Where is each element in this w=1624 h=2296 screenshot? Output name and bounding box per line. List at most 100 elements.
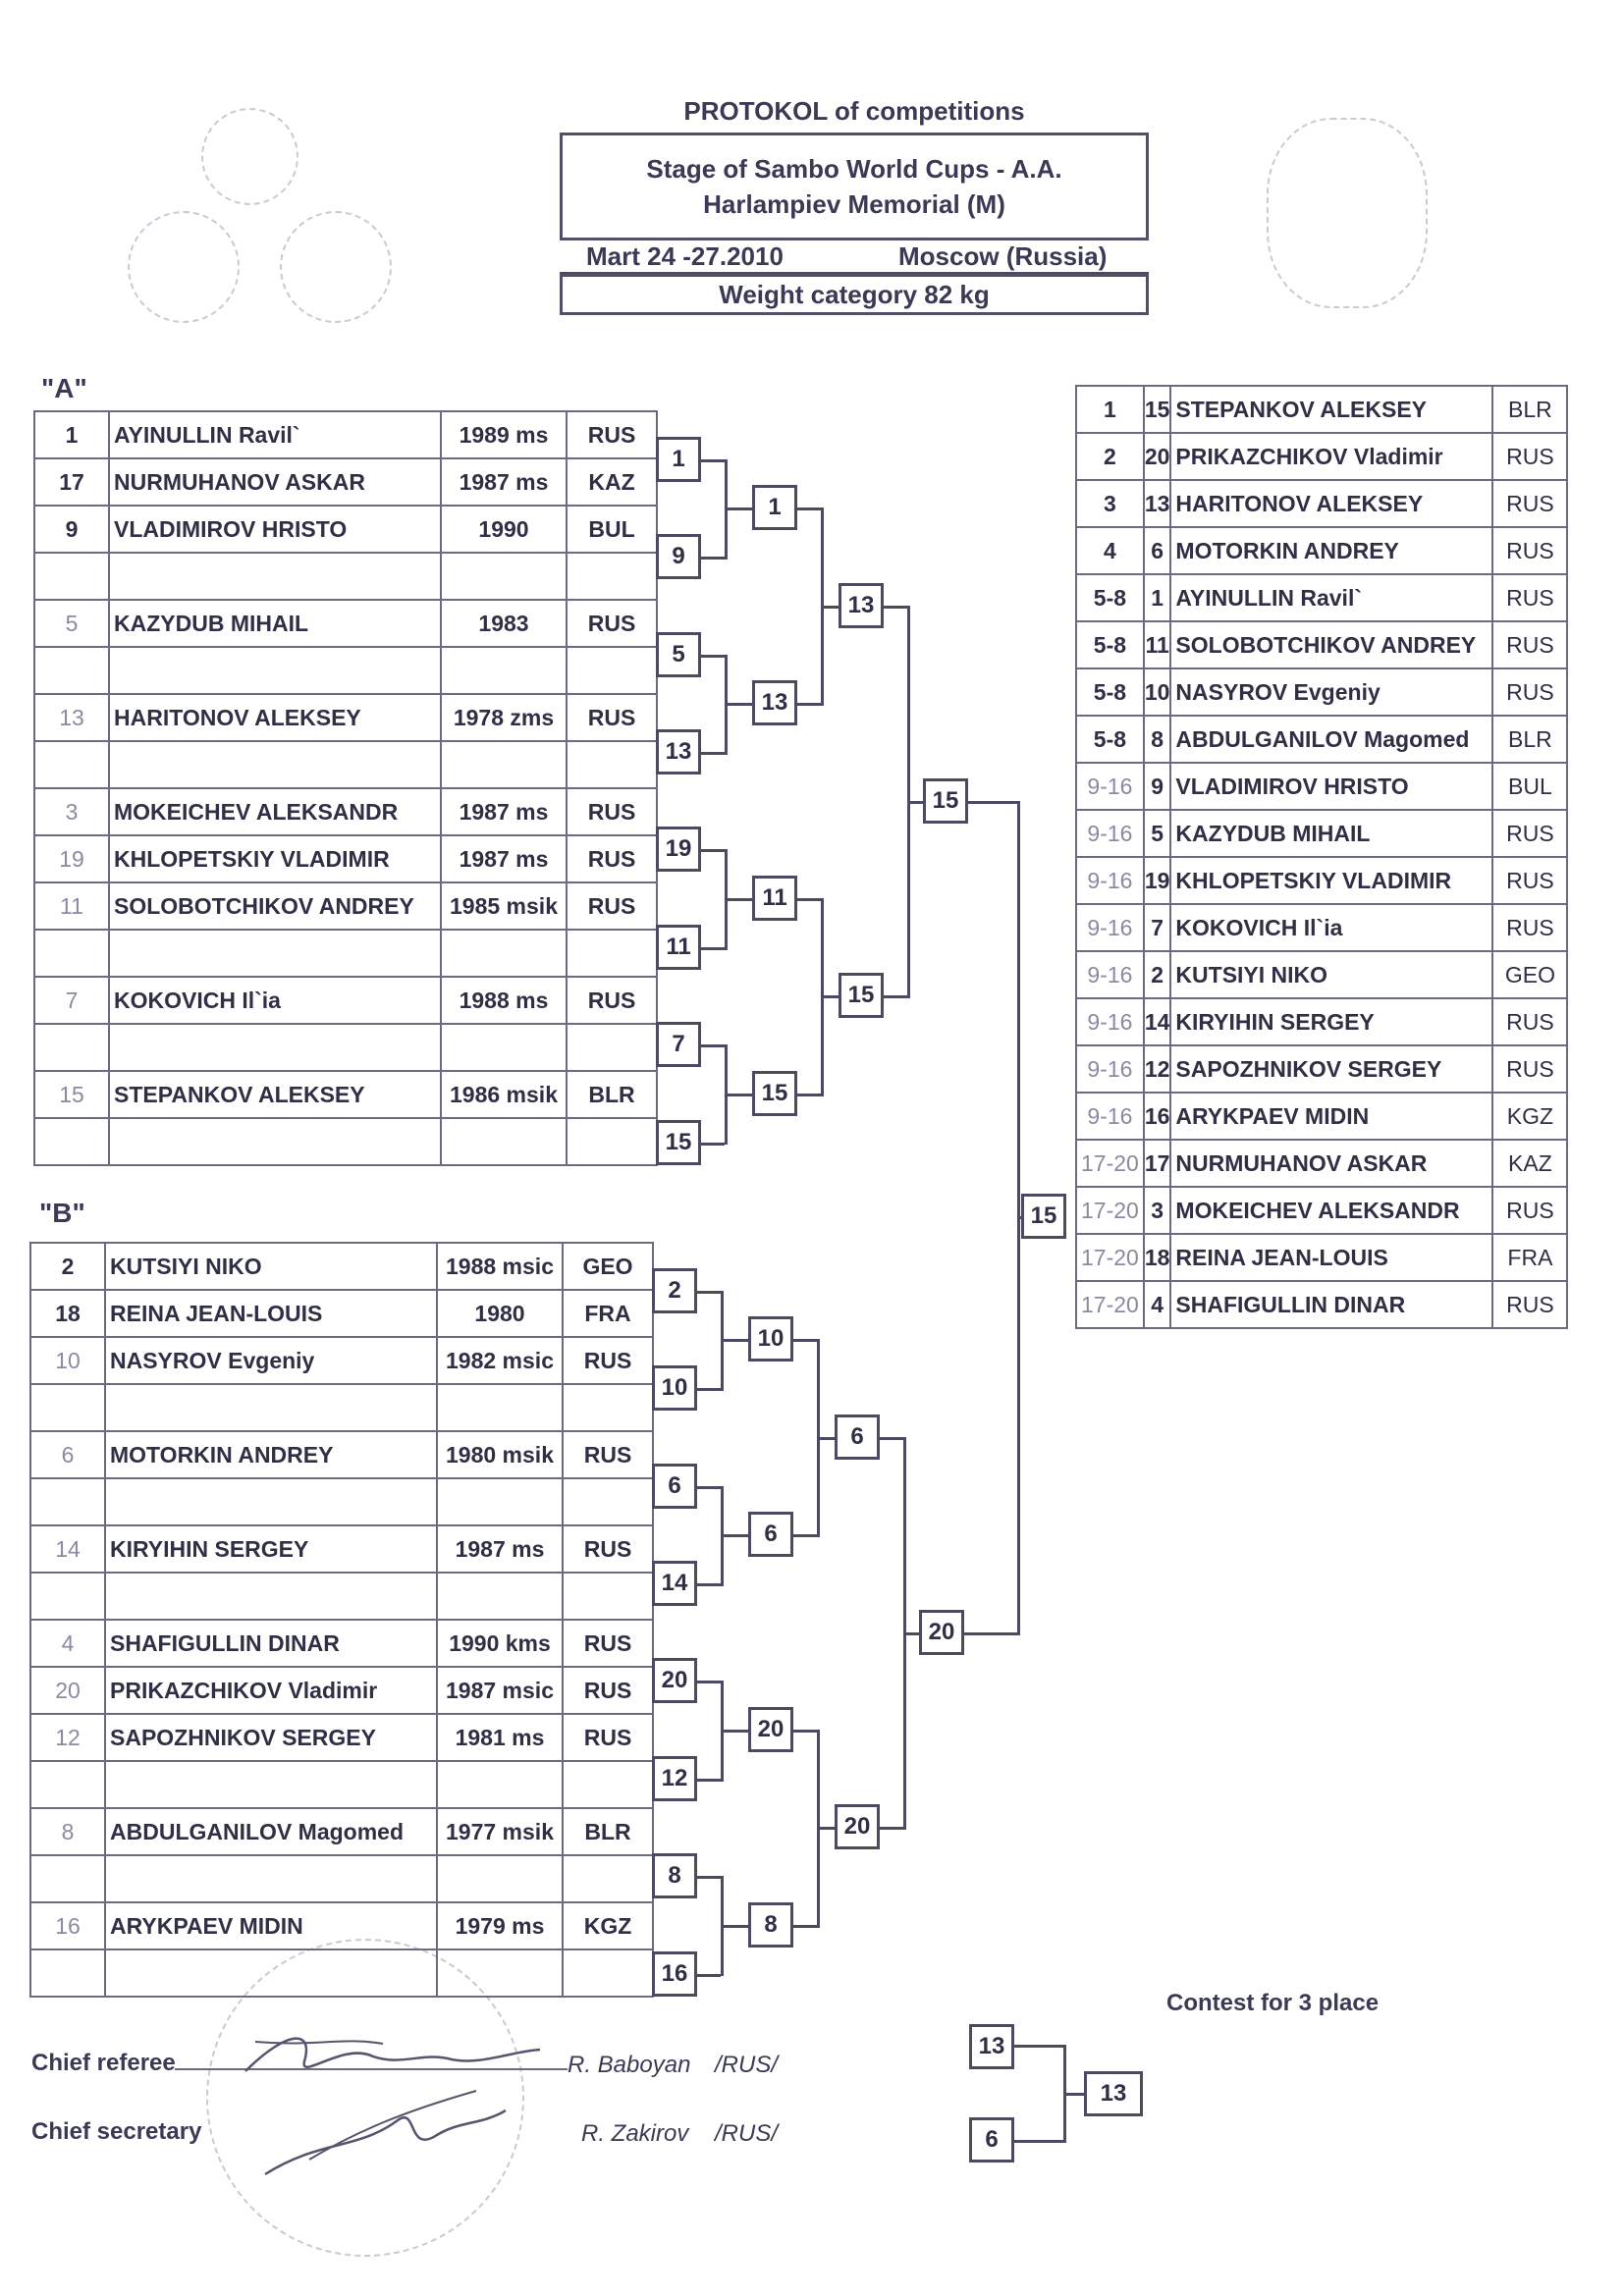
page-title: PROTOKOL of competitions (683, 96, 1025, 126)
place-cell: 9-16 (1075, 997, 1145, 1046)
year-cell (440, 929, 568, 978)
name-cell: MOKEICHEV ALEKSANDR (1169, 1186, 1494, 1235)
seed-cell: 15 (33, 1070, 110, 1119)
bracket-line (701, 946, 725, 950)
country-cell: RUS (562, 1336, 654, 1385)
name-cell (104, 1477, 438, 1526)
bracket-box: 15 (656, 1119, 701, 1165)
name-cell: KOKOVICH Il`ia (108, 976, 442, 1025)
name-cell: NURMUHANOV ASKAR (1169, 1139, 1494, 1188)
place-cell: 9-16 (1075, 762, 1145, 811)
country-cell: RUS (1491, 479, 1569, 528)
bracket-line (697, 1778, 721, 1782)
event-title-box: Stage of Sambo World Cups - A.A. Harlamp… (560, 133, 1149, 240)
country-cell: RUS (1491, 1280, 1569, 1329)
country-cell: KGZ (1491, 1092, 1569, 1141)
bracket-line (721, 1534, 748, 1538)
seal-logo-3 (280, 211, 392, 323)
third-place-line (1014, 2045, 1063, 2048)
country-cell: RUS (1491, 856, 1569, 905)
seed-cell: 2 (29, 1242, 106, 1291)
name-cell: SAPOZHNIKOV SERGEY (104, 1713, 438, 1762)
name-cell (108, 929, 442, 978)
seed-cell: 6 (1142, 526, 1172, 575)
name-cell: KUTSIYI NIKO (104, 1242, 438, 1291)
place-cell: 4 (1075, 526, 1145, 575)
seed-cell (33, 929, 110, 978)
bracket-line (797, 1093, 821, 1096)
year-cell: 1987 ms (436, 1524, 564, 1574)
seed-cell: 9 (1142, 762, 1172, 811)
bracket-line (903, 1631, 919, 1635)
seed-cell: 19 (33, 834, 110, 883)
country-cell (562, 1383, 654, 1432)
bracket-line (880, 1827, 903, 1831)
bracket-line (821, 995, 839, 999)
seed-cell: 17 (1142, 1139, 1172, 1188)
seed-cell: 4 (1142, 1280, 1172, 1329)
country-cell (566, 1117, 658, 1166)
year-cell: 1990 kms (436, 1619, 564, 1668)
bracket-box: 15 (752, 1070, 797, 1116)
event-dates: Mart 24 -27.2010 (586, 241, 784, 271)
name-cell: SAPOZHNIKOV SERGEY (1169, 1044, 1494, 1094)
bracket-box: 15 (1021, 1194, 1066, 1240)
place-cell: 5-8 (1075, 715, 1145, 764)
name-cell: MOTORKIN ANDREY (1169, 526, 1494, 575)
secretary-role: Chief secretary (31, 2118, 202, 2145)
seed-cell: 9 (33, 505, 110, 554)
seed-cell: 3 (33, 787, 110, 836)
seed-cell: 11 (33, 881, 110, 931)
name-cell (104, 1383, 438, 1432)
year-cell: 1978 zms (440, 693, 568, 742)
country-cell: RUS (1491, 903, 1569, 952)
bracket-line (701, 557, 725, 561)
bracket-line (701, 1044, 725, 1048)
country-cell: RUS (566, 599, 658, 648)
bracket-line (697, 1876, 721, 1880)
third-place-line (1014, 2140, 1063, 2143)
seed-cell (29, 1383, 106, 1432)
bracket-box: 13 (752, 680, 797, 726)
name-cell: STEPANKOV ALEKSEY (108, 1070, 442, 1119)
name-cell (108, 740, 442, 789)
seed-cell (29, 1572, 106, 1621)
country-cell (562, 1760, 654, 1809)
pool-a-label: "A" (41, 373, 87, 403)
place-cell: 9-16 (1075, 809, 1145, 858)
country-cell: RUS (566, 834, 658, 883)
seed-cell: 2 (1142, 950, 1172, 999)
country-cell: RUS (1491, 432, 1569, 481)
year-cell: 1987 ms (440, 834, 568, 883)
bracket-line (721, 1730, 748, 1733)
bracket-box: 1 (656, 436, 701, 482)
year-cell: 1987 ms (440, 787, 568, 836)
bracket-line (701, 849, 725, 853)
secretary-signature (264, 2090, 507, 2176)
seed-cell: 17 (33, 457, 110, 507)
third-place-winner: 13 (1084, 2071, 1143, 2116)
seed-cell: 1 (1142, 573, 1172, 622)
bracket-line (884, 995, 907, 999)
year-cell: 1985 msik (440, 881, 568, 931)
country-cell: KAZ (566, 457, 658, 507)
bracket-box: 10 (652, 1365, 697, 1412)
country-cell: FRA (1491, 1233, 1569, 1282)
country-cell: RUS (562, 1666, 654, 1715)
referee-signature (244, 2037, 541, 2072)
year-cell (440, 552, 568, 601)
country-cell: RUS (1491, 573, 1569, 622)
seed-cell: 7 (33, 976, 110, 1025)
country-cell: RUS (562, 1430, 654, 1479)
